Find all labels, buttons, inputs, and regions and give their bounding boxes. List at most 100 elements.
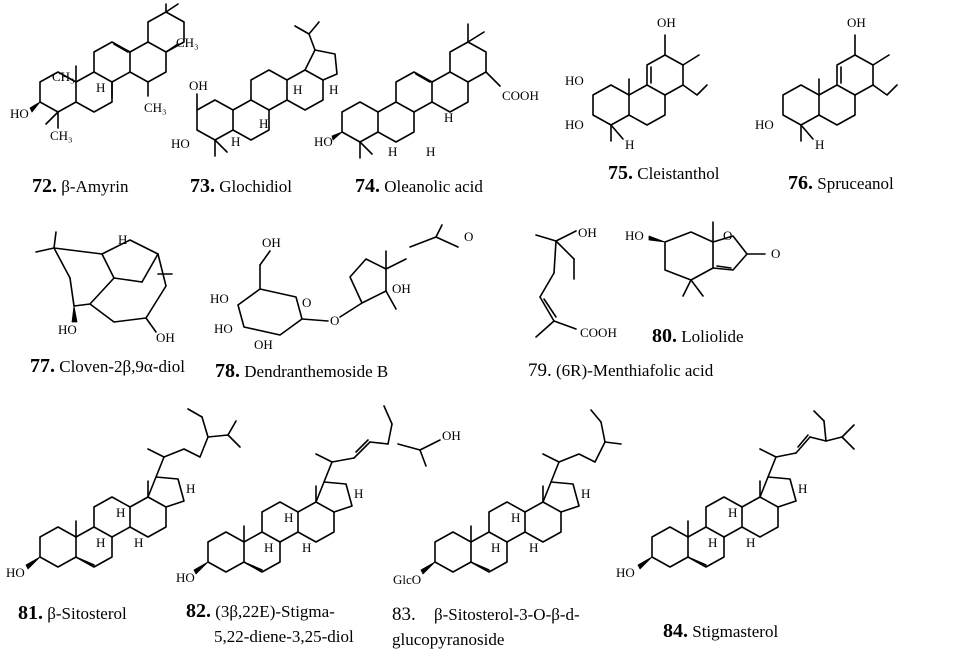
atom-78-1: HO <box>210 291 229 306</box>
skeleton-73: OH H H HO H H <box>171 21 338 157</box>
skeleton-83: H H H GlcO H <box>393 409 622 587</box>
atom-81-2: H <box>134 535 143 550</box>
compound-number: 75. <box>608 162 633 184</box>
atom-76-2: H <box>815 137 824 152</box>
compound-number: 80. <box>652 325 677 347</box>
atom-82-3: H <box>264 540 273 555</box>
caption-81: 81. β-Sitosterol <box>18 602 127 625</box>
compound-name: Cloven-2β,9α-diol <box>59 357 185 376</box>
structure-78: OH HO HO OH O O OH O <box>210 224 490 352</box>
atom-77-2: OH <box>156 330 175 345</box>
structure-80: HO O O <box>625 218 805 328</box>
compound-number: 83. <box>392 604 416 625</box>
caption-83: 83. β-Sitosterol-3-O-β-d- glucopyranosid… <box>392 604 580 650</box>
skeleton-82: H OH H H HO H <box>176 405 393 585</box>
structure-74: COOH H HO H H <box>314 10 540 180</box>
compound-name: β-Sitosterol <box>47 604 127 623</box>
atom-73-0: OH <box>189 78 208 93</box>
atom-84-2: H <box>746 535 755 550</box>
compound-number: 77. <box>30 355 55 377</box>
structure-76: OH HO H <box>755 5 915 160</box>
compound-number: 82. <box>186 600 211 622</box>
atom-81-1: H <box>96 535 105 550</box>
atom-80-0: HO <box>625 228 644 243</box>
atom-82-0: H <box>354 486 363 501</box>
compound-name: Cleistanthol <box>637 164 720 183</box>
compound-name: Dendranthemoside B <box>244 362 389 381</box>
atom-80-2: O <box>771 246 780 261</box>
atom-73-2: H <box>293 82 302 97</box>
compound-number: 74. <box>355 175 380 197</box>
compound-number: 73. <box>190 175 215 197</box>
atom-82-4: HO <box>176 570 195 585</box>
atom-72-4: HO <box>10 106 29 121</box>
compound-name: Spruceanol <box>817 174 894 193</box>
skeleton-78: OH HO HO OH O O OH O <box>210 224 473 352</box>
structure-83: H H H GlcO H <box>393 400 625 600</box>
atom-78-4: O <box>302 295 311 310</box>
compound-number: 76. <box>788 172 813 194</box>
compound-name: Oleanolic acid <box>384 177 483 196</box>
compound-name-line2: 5,22-diene-3,25-diol <box>214 627 354 646</box>
atom-73-4: H <box>329 82 338 97</box>
atom-82-2: H <box>284 510 293 525</box>
atom-78-7: O <box>464 229 473 244</box>
skeleton-74: COOH H HO H H <box>314 23 539 159</box>
atom-82-oh: OH <box>442 428 461 443</box>
atom-78-3: OH <box>254 337 273 352</box>
skeleton-75: OH HO HO H <box>565 15 708 152</box>
atom-84-1: H <box>708 535 717 550</box>
atom-77-0: H <box>118 232 127 247</box>
atom-78-6: OH <box>392 281 411 296</box>
atom-72-2: H <box>96 80 105 95</box>
atom-84-3: HO <box>616 565 635 580</box>
atom-77-1: HO <box>58 322 77 337</box>
atom-83-2: H <box>529 540 538 555</box>
atom-72-0: CH₃ <box>52 69 75 84</box>
compound-name: (6R)-Menthiafolic acid <box>556 361 714 380</box>
atom-78-0: OH <box>262 235 281 250</box>
atom-78-5: O <box>330 313 339 328</box>
compound-name: β-Amyrin <box>61 177 129 196</box>
structure-75: OH HO HO H <box>565 5 725 160</box>
atom-74-3: H <box>388 144 397 159</box>
compound-number: 81. <box>18 602 43 624</box>
skeleton-72: CH₃ CH₃ H CH₃ HO CH₃ <box>10 3 199 143</box>
skeleton-79: OH COOH <box>535 225 617 340</box>
caption-76: 76. Spruceanol <box>788 172 894 195</box>
compound-number: 72. <box>32 175 57 197</box>
structure-72: CH₃ CH₃ H CH₃ HO CH₃ <box>10 0 218 175</box>
structure-73: OH H H HO H H <box>171 20 355 180</box>
caption-78: 78. Dendranthemoside B <box>215 360 388 383</box>
atom-81-4: H <box>186 481 195 496</box>
atom-73-3: HO <box>171 136 190 151</box>
caption-74: 74. Oleanolic acid <box>355 175 483 198</box>
atom-83-1: H <box>491 540 500 555</box>
skeleton-76: OH HO H <box>755 15 898 152</box>
atom-74-1: H <box>444 110 453 125</box>
atom-79-1: COOH <box>580 325 617 340</box>
atom-84-4: H <box>798 481 807 496</box>
caption-77: 77. Cloven-2β,9α-diol <box>30 355 185 378</box>
skeleton-81: H H H HO H <box>6 408 241 580</box>
compound-name-line1: β-Sitosterol-3-O-β-d- <box>434 605 580 624</box>
structure-82-sidechain: OH <box>397 410 468 470</box>
caption-80: 80. Loliolide <box>652 325 744 348</box>
atom-83-3: GlcO <box>393 572 421 587</box>
atom-83-0: H <box>511 510 520 525</box>
atom-76-1: HO <box>755 117 774 132</box>
atom-74-4: H <box>426 144 435 159</box>
structure-84: H H H HO H <box>610 405 860 595</box>
atom-74-0: COOH <box>502 88 539 103</box>
atom-75-3: H <box>625 137 634 152</box>
caption-84: 84. Stigmasterol <box>663 620 778 643</box>
atom-82-5: H <box>302 540 311 555</box>
atom-76-0: OH <box>847 15 866 30</box>
atom-80-1: O <box>723 228 732 243</box>
caption-75: 75. Cleistanthol <box>608 162 719 185</box>
compound-number: 84. <box>663 620 688 642</box>
structure-81: H H H HO H <box>6 405 242 595</box>
atom-81-0: H <box>116 505 125 520</box>
skeleton-84: H H H HO H <box>616 410 855 580</box>
